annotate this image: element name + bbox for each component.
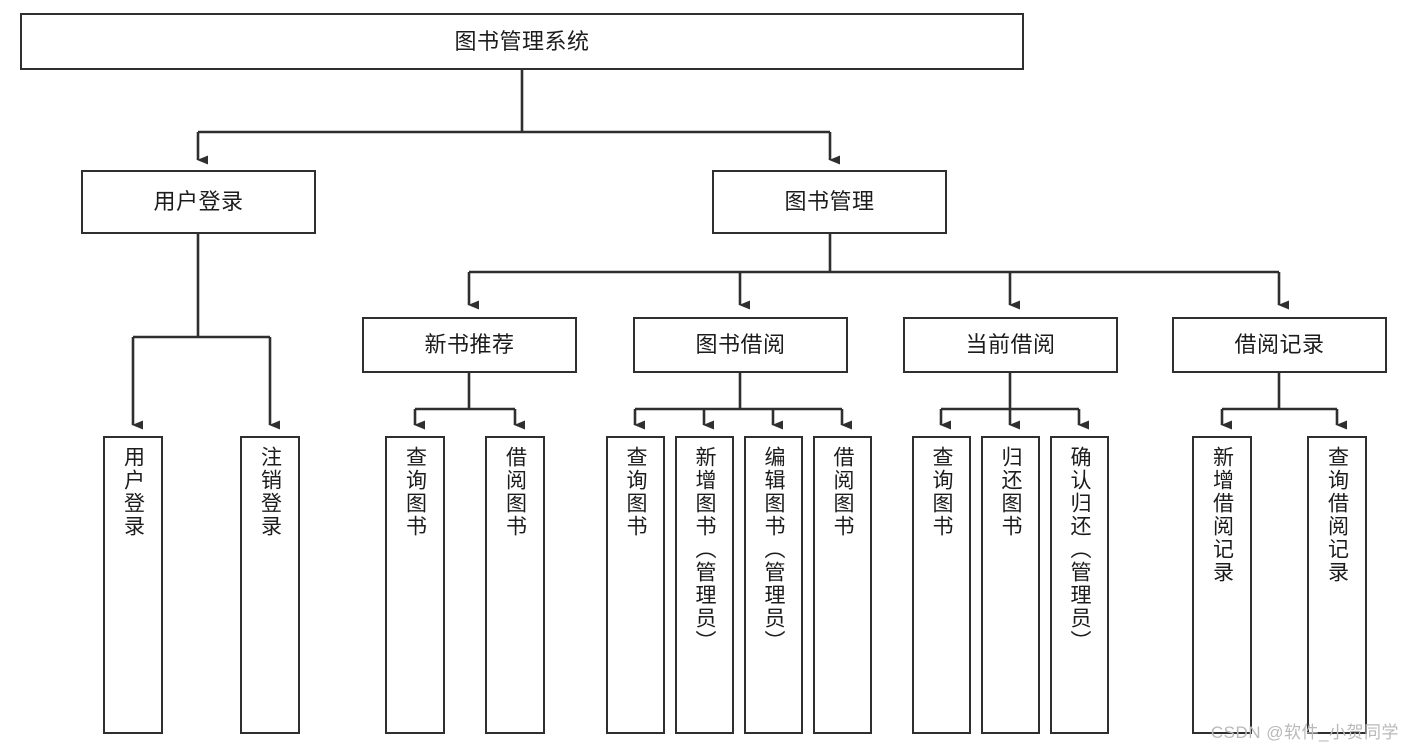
node-leaf-edit-book-admin-label: 编辑图书（管理员） xyxy=(762,446,785,653)
node-new-book-recommend-label: 新书推荐 xyxy=(424,332,515,358)
node-root-system[interactable]: 图书管理系统 xyxy=(20,13,1024,70)
node-leaf-confirm-return-admin-label: 确认归还（管理员） xyxy=(1068,446,1091,653)
node-leaf-add-book-admin[interactable]: 新增图书（管理员） xyxy=(675,436,734,734)
node-leaf-query-borrow-record[interactable]: 查询借阅记录 xyxy=(1307,436,1367,734)
node-leaf-borrow-book-recommend-label: 借阅图书 xyxy=(503,446,527,538)
node-book-borrow[interactable]: 图书借阅 xyxy=(633,317,848,373)
node-book-management-label: 图书管理 xyxy=(784,189,875,215)
node-new-book-recommend[interactable]: 新书推荐 xyxy=(362,317,577,373)
node-leaf-query-book-recommend-label: 查询图书 xyxy=(403,446,427,538)
node-root-system-label: 图书管理系统 xyxy=(454,28,590,54)
node-leaf-query-book-current[interactable]: 查询图书 xyxy=(912,436,971,734)
node-borrow-record-label: 借阅记录 xyxy=(1234,332,1325,358)
node-book-management[interactable]: 图书管理 xyxy=(712,170,947,234)
node-current-borrow-label: 当前借阅 xyxy=(965,332,1056,358)
node-leaf-add-book-admin-label: 新增图书（管理员） xyxy=(693,446,716,653)
node-leaf-edit-book-admin[interactable]: 编辑图书（管理员） xyxy=(744,436,803,734)
node-leaf-add-borrow-record-label: 新增借阅记录 xyxy=(1210,446,1234,584)
node-leaf-return-book-label: 归还图书 xyxy=(999,446,1022,538)
node-leaf-query-book-borrow-label: 查询图书 xyxy=(624,446,647,538)
node-leaf-logout-label: 注销登录 xyxy=(258,446,282,538)
node-user-login[interactable]: 用户登录 xyxy=(81,170,316,234)
node-leaf-logout[interactable]: 注销登录 xyxy=(240,436,300,734)
node-leaf-return-book[interactable]: 归还图书 xyxy=(981,436,1040,734)
node-leaf-user-login[interactable]: 用户登录 xyxy=(103,436,163,734)
node-leaf-add-borrow-record[interactable]: 新增借阅记录 xyxy=(1192,436,1252,734)
node-book-borrow-label: 图书借阅 xyxy=(695,332,786,358)
node-leaf-user-login-label: 用户登录 xyxy=(121,446,145,538)
node-borrow-record[interactable]: 借阅记录 xyxy=(1172,317,1387,373)
node-leaf-borrow-book[interactable]: 借阅图书 xyxy=(813,436,872,734)
node-leaf-confirm-return-admin[interactable]: 确认归还（管理员） xyxy=(1050,436,1109,734)
node-leaf-query-book-recommend[interactable]: 查询图书 xyxy=(385,436,445,734)
node-current-borrow[interactable]: 当前借阅 xyxy=(903,317,1118,373)
node-leaf-query-book-current-label: 查询图书 xyxy=(930,446,953,538)
node-leaf-query-book-borrow[interactable]: 查询图书 xyxy=(606,436,665,734)
node-user-login-label: 用户登录 xyxy=(153,189,244,215)
node-leaf-borrow-book-recommend[interactable]: 借阅图书 xyxy=(485,436,545,734)
node-leaf-borrow-book-label: 借阅图书 xyxy=(831,446,854,538)
node-leaf-query-borrow-record-label: 查询借阅记录 xyxy=(1325,446,1349,584)
